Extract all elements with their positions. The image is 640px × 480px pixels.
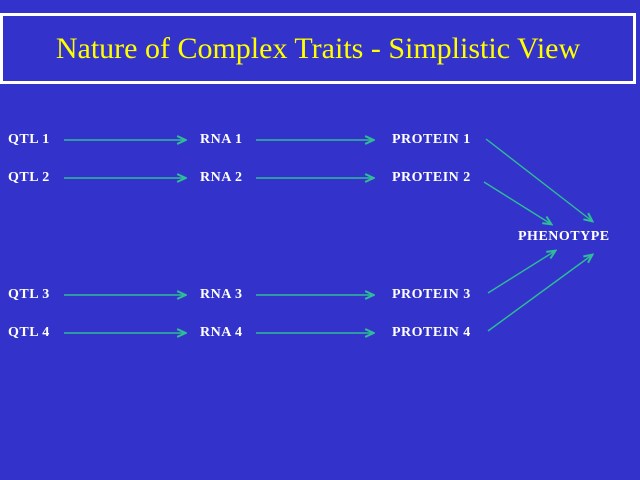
node-rna-4: RNA 4 [200,325,243,340]
node-phenotype: PHENOTYPE [518,229,610,244]
node-protein-3: PROTEIN 3 [392,287,471,302]
node-qtl-1: QTL 1 [8,132,50,147]
node-rna-1: RNA 1 [200,132,243,147]
node-rna-2: RNA 2 [200,170,243,185]
arrow-protein-1-to-phenotype [485,138,592,221]
slide-title: Nature of Complex Traits - Simplistic Vi… [55,31,581,65]
node-rna-3: RNA 3 [200,287,243,302]
node-protein-4: PROTEIN 4 [392,325,471,340]
arrow-protein-3-to-phenotype [487,251,555,294]
arrow-protein-4-to-phenotype [487,255,592,332]
node-qtl-3: QTL 3 [8,287,50,302]
node-qtl-4: QTL 4 [8,325,50,340]
node-qtl-2: QTL 2 [8,170,50,185]
arrow-protein-2-to-phenotype [483,181,551,224]
title-bar: Nature of Complex Traits - Simplistic Vi… [0,13,636,84]
node-protein-2: PROTEIN 2 [392,170,471,185]
node-protein-1: PROTEIN 1 [392,132,471,147]
